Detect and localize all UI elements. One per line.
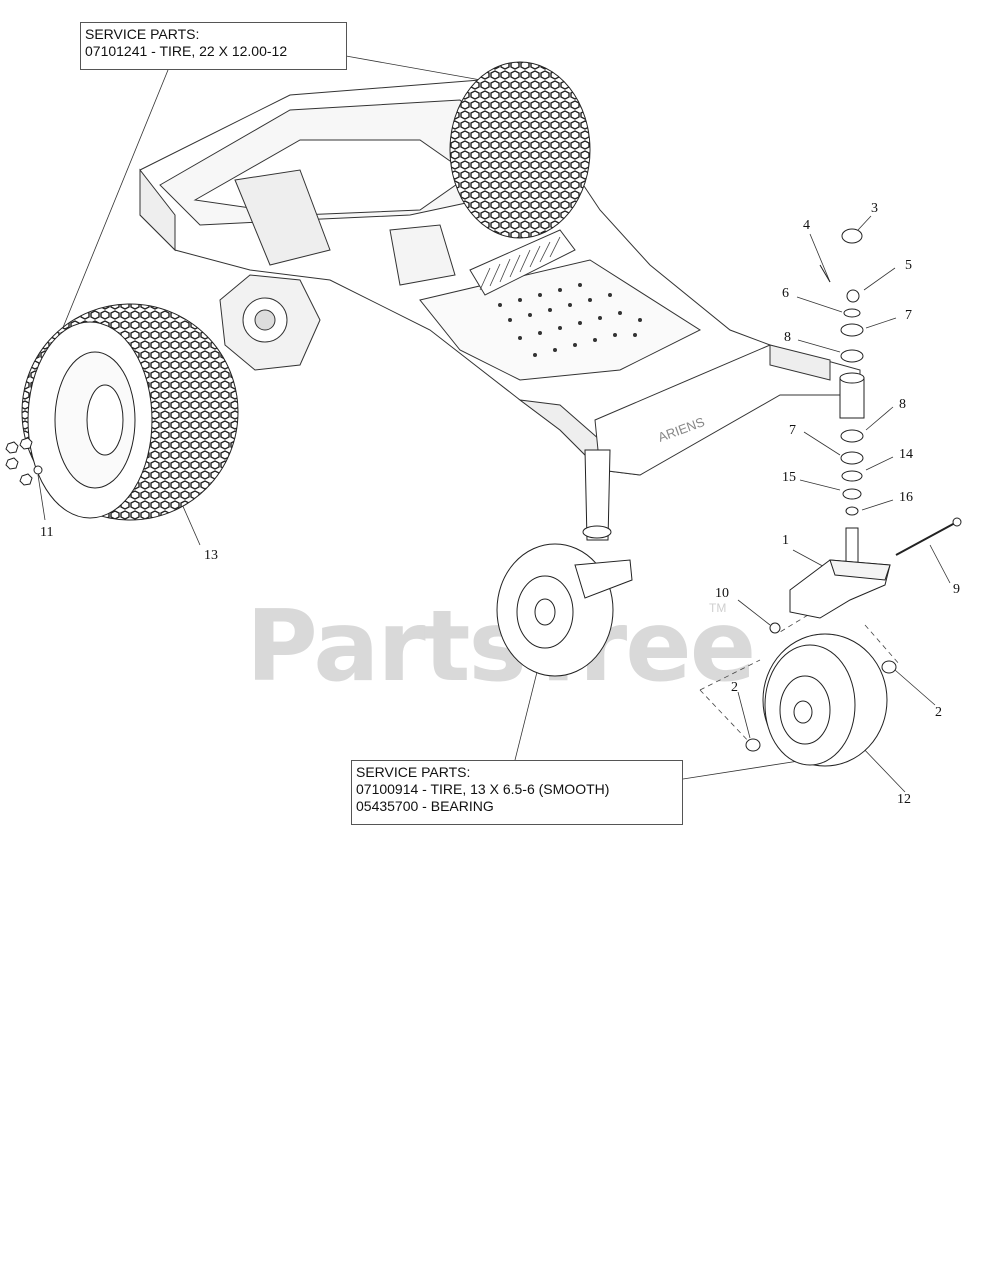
grease-fitting (769, 622, 781, 634)
washer (843, 308, 861, 318)
ref-number-5: 5 (905, 258, 912, 273)
spindle-stack (819, 228, 865, 516)
bearing-cup-bottom (840, 429, 864, 443)
rear-tire-heading: SERVICE PARTS: (85, 26, 200, 42)
bearing-part: 05435700 - BEARING (356, 798, 494, 814)
bearing-cup-top (840, 349, 864, 363)
ref-number-1: 1 (782, 533, 789, 548)
front-wheel-exploded (745, 633, 897, 767)
ref-number-8: 8 (784, 330, 791, 345)
dust-cap (842, 488, 862, 500)
ref-number-2: 2 (731, 680, 738, 695)
seal (841, 470, 863, 482)
caster-fork (769, 517, 962, 634)
ref-number-6: 6 (782, 286, 789, 301)
rear-tire-part: 07101241 - TIRE, 22 X 12.00-12 (85, 43, 288, 59)
deck-holes (498, 283, 642, 357)
ref-number-2: 2 (935, 705, 942, 720)
lug-nuts (5, 437, 43, 486)
ref-number-11: 11 (40, 525, 54, 540)
ref-number-15: 15 (782, 470, 796, 485)
bearing-left (745, 738, 761, 752)
ref-number-3: 3 (871, 201, 878, 216)
snap-ring (841, 228, 863, 244)
front-tire-part: 07100914 - TIRE, 13 X 6.5-6 (SMOOTH) (356, 781, 610, 797)
front-tire-heading: SERVICE PARTS: (356, 764, 471, 780)
grille-slats (479, 236, 561, 291)
service-parts-rear-tire: SERVICE PARTS: 07101241 - TIRE, 22 X 12.… (80, 22, 347, 70)
leader-lines (37, 55, 951, 793)
bearing-cone-top (840, 323, 864, 337)
bearing-right (881, 660, 897, 674)
ref-number-14: 14 (899, 447, 913, 462)
ref-number-4: 4 (803, 218, 810, 233)
ref-number-9: 9 (953, 582, 960, 597)
ref-number-7: 7 (789, 423, 796, 438)
rear-right-tire (449, 61, 591, 239)
watermark-tm: TM (709, 601, 727, 615)
rear-left-tire (21, 303, 239, 521)
spacer (845, 506, 859, 516)
ref-number-13: 13 (204, 548, 218, 563)
front-caster-assembled (496, 449, 633, 677)
ref-number-12: 12 (897, 792, 911, 807)
ref-number-16: 16 (899, 490, 913, 505)
assembly-dashes (699, 614, 901, 746)
service-parts-front-tire: SERVICE PARTS: 07100914 - TIRE, 13 X 6.5… (351, 760, 683, 825)
spindle-tube (839, 377, 865, 419)
ref-number-8: 8 (899, 397, 906, 412)
chassis-frame (139, 79, 861, 476)
ref-number-7: 7 (905, 308, 912, 323)
bearing-cone-bottom (840, 451, 864, 465)
castle-nut (846, 289, 860, 303)
ref-number-10: 10 (715, 586, 729, 601)
